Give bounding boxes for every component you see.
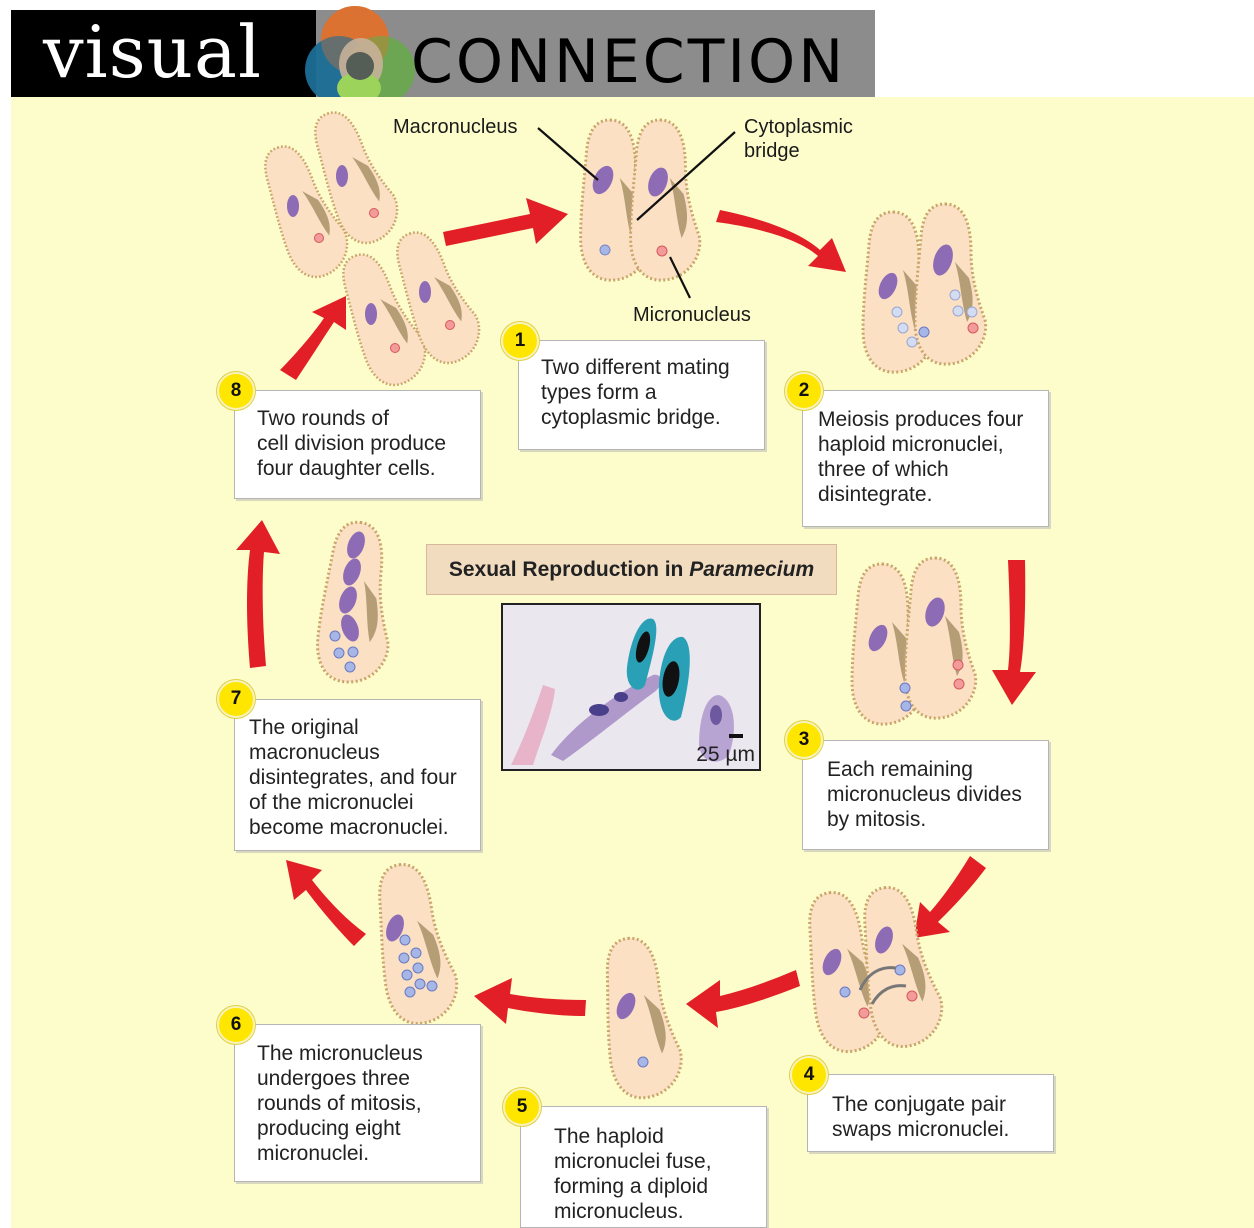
title-main: Sexual Reproduction in [449, 558, 689, 581]
cell-step6 [369, 859, 461, 1027]
arrow-8-to-1 [443, 198, 568, 246]
daughter-cells-step8 [253, 102, 488, 392]
step-3-text: Each remaining micronucleus divides by m… [802, 740, 1049, 850]
step-4-text: The conjugate pair swaps micronuclei. [807, 1074, 1054, 1152]
step-5-badge: 5 [503, 1088, 541, 1126]
arrow-2-to-3 [992, 560, 1036, 705]
step-3-badge: 3 [785, 721, 823, 759]
cells-step2-pair [863, 204, 986, 372]
step-2-badge: 2 [785, 372, 823, 410]
title-italic: Paramecium [689, 558, 814, 581]
cells-step3-pair [852, 558, 976, 724]
cell-step5 [598, 934, 685, 1101]
arrow-7-to-8 [236, 520, 280, 668]
step-8-badge: 8 [217, 372, 255, 410]
step-4-badge: 4 [790, 1056, 828, 1094]
cells-step1-pair [581, 120, 700, 280]
label-cytoplasmic-bridge: Cytoplasmic bridge [744, 115, 853, 163]
step-5-text: The haploid micronuclei fuse, forming a … [520, 1106, 767, 1228]
paramecium-micrograph: 25 µm [501, 603, 761, 771]
label-macronucleus: Macronucleus [393, 115, 518, 139]
step-6-badge: 6 [217, 1006, 255, 1044]
step-1-text: Two different mating types form a cytopl… [518, 340, 765, 450]
arrow-5-to-6 [474, 978, 586, 1024]
arrow-1-to-2 [716, 210, 846, 272]
step-7-text: The original macronucleus disintegrates,… [234, 699, 481, 851]
step-7-badge: 7 [217, 680, 255, 718]
label-micronucleus: Micronucleus [633, 303, 751, 327]
micrograph-scale-label: 25 µm [696, 743, 755, 767]
arrow-4-to-5 [686, 970, 800, 1028]
arrow-6-to-7 [286, 860, 366, 946]
step-8-text: Two rounds of cell division produce four… [234, 390, 481, 499]
arrow-to-daughters [280, 296, 346, 380]
cell-step7 [314, 519, 401, 686]
diagram-title: Sexual Reproduction in Paramecium [426, 544, 837, 595]
step-1-badge: 1 [501, 322, 539, 360]
step-6-text: The micronucleus undergoes three rounds … [234, 1024, 481, 1182]
step-2-text: Meiosis produces four haploid micronucle… [802, 390, 1049, 527]
arrow-3-to-4 [914, 856, 986, 938]
